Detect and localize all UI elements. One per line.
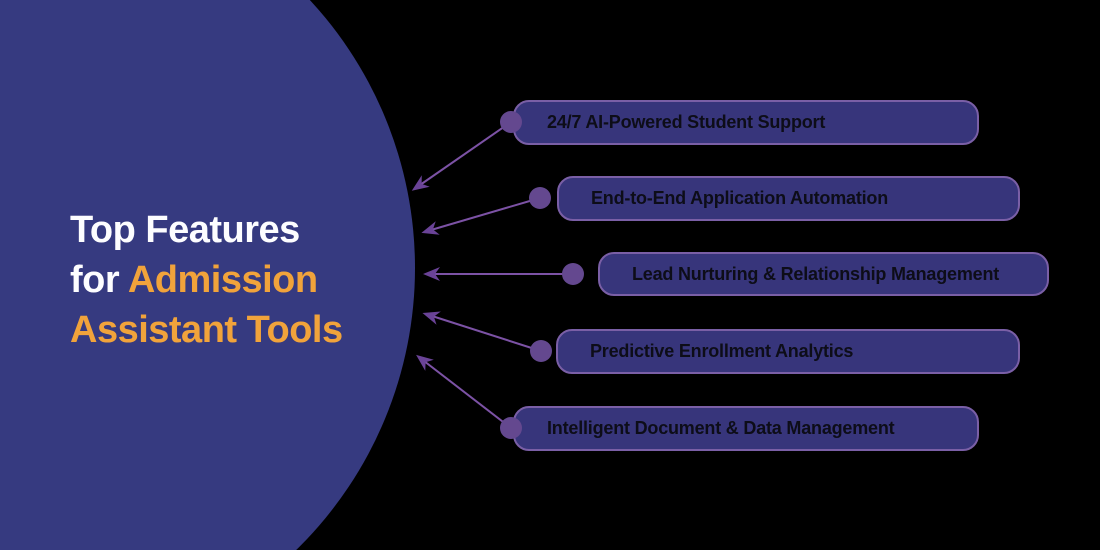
feature-pill-label: Predictive Enrollment Analytics	[590, 341, 854, 361]
title-line-3: Assistant Tools	[70, 305, 400, 355]
title-text-assistant-tools: Assistant Tools	[70, 309, 343, 351]
feature-pill: Lead Nurturing & Relationship Management	[598, 252, 1049, 296]
connector-dot-icon	[530, 340, 552, 362]
title-text-for: for	[70, 259, 128, 301]
connector-line	[431, 315, 542, 352]
feature-pill-label: End-to-End Application Automation	[591, 188, 889, 208]
arrowhead-icon	[416, 354, 434, 371]
feature-pill-label: 24/7 AI-Powered Student Support	[547, 112, 826, 132]
feature-pill-label: Intelligent Document & Data Management	[547, 418, 895, 438]
feature-pill: End-to-End Application Automation	[557, 176, 1020, 221]
connector-dot-icon	[529, 187, 551, 209]
title-text-admission: Admission	[127, 259, 318, 301]
connector-line	[419, 121, 512, 186]
connector-dot-icon	[562, 263, 584, 285]
page-title: Top Features for Admission Assistant Too…	[70, 205, 400, 355]
arrowhead-icon	[421, 221, 440, 235]
feature-pill-label: Lead Nurturing & Relationship Management	[632, 263, 1000, 284]
connector-line	[423, 360, 512, 429]
feature-pill: Predictive Enrollment Analytics	[556, 329, 1020, 374]
arrowhead-icon	[423, 267, 440, 281]
title-line-2: for Admission	[70, 255, 400, 305]
title-line-1: Top Features	[70, 205, 400, 255]
title-text-top-features: Top Features	[70, 209, 300, 251]
feature-pill: Intelligent Document & Data Management	[513, 406, 979, 451]
arrowhead-icon	[411, 175, 430, 191]
connector-line	[430, 197, 541, 231]
feature-pill: 24/7 AI-Powered Student Support	[513, 100, 979, 145]
hero-circle	[0, 0, 415, 550]
arrowhead-icon	[422, 311, 441, 325]
